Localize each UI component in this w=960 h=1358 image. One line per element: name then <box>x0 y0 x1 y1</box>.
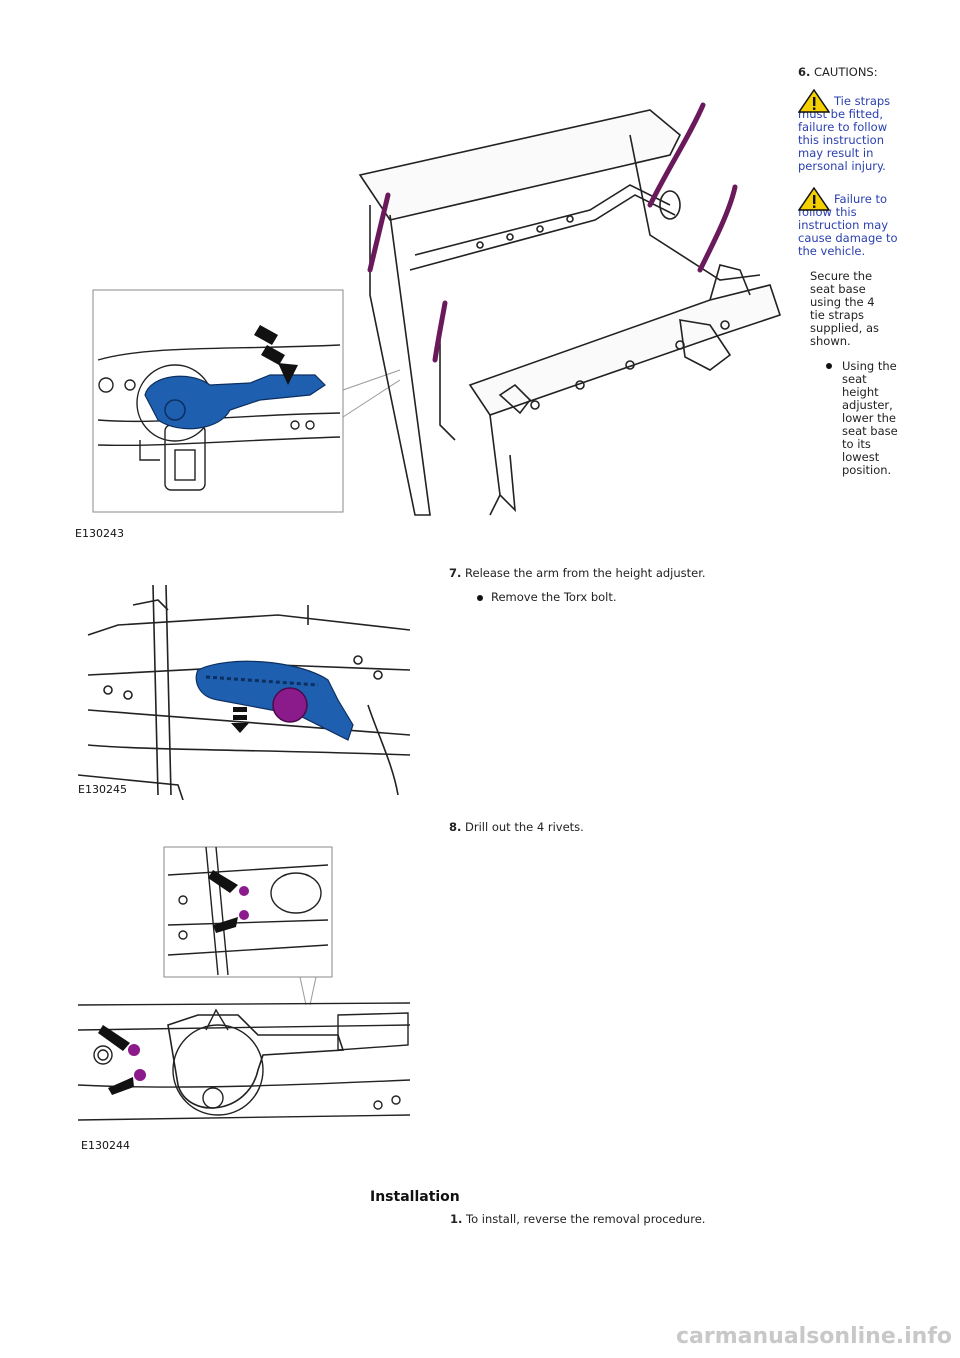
seat-frame-illustration <box>92 102 782 516</box>
step-text: To install, reverse the removal procedur… <box>466 1212 706 1226</box>
step-8: 8. Drill out the 4 rivets. <box>449 821 769 834</box>
step-number: 7. <box>449 566 462 580</box>
caution-2: Failure to follow this instruction may c… <box>798 187 898 258</box>
warning-triangle-icon <box>798 187 830 211</box>
caution-2-text: Failure to follow this instruction may c… <box>798 192 898 258</box>
figure-label: E130245 <box>78 783 127 796</box>
figure-label: E130244 <box>81 1139 130 1152</box>
step-6: 6. CAUTIONS: Tie straps must be fitted, … <box>798 66 898 477</box>
height-adjuster-illustration <box>78 585 410 800</box>
figure-e130243: E130243 <box>70 95 790 545</box>
step-label: CAUTIONS: <box>814 65 878 79</box>
section-heading: Installation <box>370 1189 460 1205</box>
step-6-bullet: Using the seat height adjuster, lower th… <box>826 360 898 477</box>
bullet-text: Using the seat height adjuster, lower th… <box>842 359 898 477</box>
installation-section: Installation 1. To install, reverse the … <box>370 1189 790 1226</box>
caution-1-text: Tie straps must be fitted, failure to fo… <box>798 94 891 173</box>
watermark: carmanualsonline.info <box>676 1324 952 1349</box>
step-text: Release the arm from the height adjuster… <box>465 566 706 580</box>
step-7-bullet: Remove the Torx bolt. <box>477 590 769 604</box>
warning-triangle-icon <box>798 89 830 113</box>
bullet-dot-icon <box>826 363 832 369</box>
step-number: 8. <box>449 820 462 834</box>
caution-1: Tie straps must be fitted, failure to fo… <box>798 89 898 173</box>
step-text: Drill out the 4 rivets. <box>465 820 584 834</box>
step-number: 1. <box>450 1212 463 1226</box>
bullet-text: Remove the Torx bolt. <box>491 590 617 604</box>
figure-e130245: E130245 <box>78 585 410 800</box>
bullet-dot-icon <box>477 594 483 601</box>
figure-e130244: E130244 <box>78 845 410 1155</box>
rivets-illustration <box>78 846 410 1121</box>
step-number: 6. <box>798 65 811 79</box>
step-6-body: Secure the seat base using the 4 tie str… <box>810 269 879 348</box>
figure-label: E130243 <box>75 527 124 540</box>
step-7: 7. Release the arm from the height adjus… <box>449 567 769 604</box>
